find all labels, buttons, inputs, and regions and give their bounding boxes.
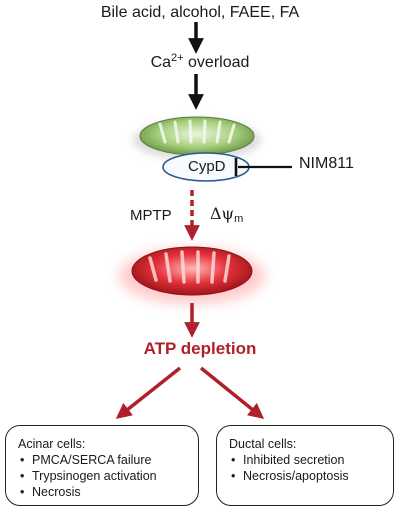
ductal-list: Inhibited secretion Necrosis/apoptosis: [229, 452, 383, 484]
atp-depletion-label: ATP depletion: [143, 339, 257, 358]
overload-text: overload: [188, 54, 250, 71]
calcium-ion: Ca: [150, 54, 172, 71]
damaged-mitochondrion-icon: [119, 246, 265, 304]
acinar-item: Necrosis: [18, 484, 188, 500]
potential-subscript: m: [234, 213, 244, 225]
cypd-label: CypD: [188, 158, 226, 175]
acinar-item: Trypsinogen activation: [18, 468, 188, 484]
inhibitor-label: NIM811: [299, 155, 354, 172]
acinar-title: Acinar cells:: [18, 437, 86, 451]
potential-symbol: Δψ: [210, 204, 235, 223]
trigger-label: Bile acid, alcohol, FAEE, FA: [100, 4, 300, 21]
ductal-item: Inhibited secretion: [229, 452, 383, 468]
calcium-overload-label: Ca2+ overload: [0, 53, 400, 71]
membrane-potential-label: Δψm: [210, 206, 243, 225]
healthy-mitochondrion-icon: [133, 116, 261, 160]
acinar-item: PMCA/SERCA failure: [18, 452, 188, 468]
arrow-to-ductal: [199, 366, 265, 419]
ductal-cells-box: Ductal cells: Inhibited secretion Necros…: [216, 425, 394, 506]
acinar-list: PMCA/SERCA failure Trypsinogen activatio…: [18, 452, 188, 500]
arrow-to-acinar: [115, 366, 182, 419]
acinar-cells-box: Acinar cells: PMCA/SERCA failure Trypsin…: [5, 425, 199, 506]
mptp-label: MPTP: [130, 207, 172, 224]
ductal-item: Necrosis/apoptosis: [229, 468, 383, 484]
calcium-charge: 2+: [171, 52, 184, 64]
ductal-title: Ductal cells:: [229, 437, 297, 451]
